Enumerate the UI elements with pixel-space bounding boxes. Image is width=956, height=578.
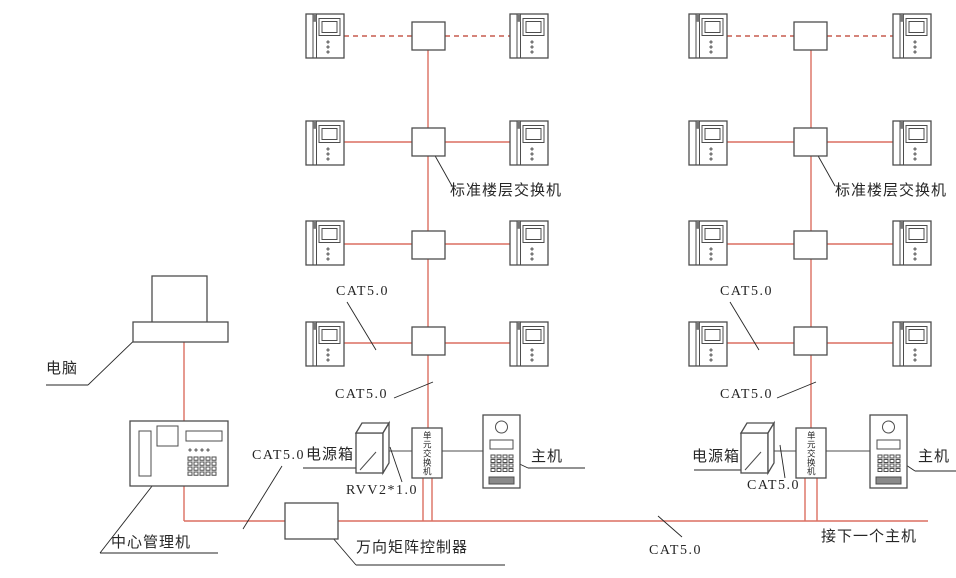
matrix-controller-box [284,502,339,540]
label-cat5-backbone-bottom: CAT5.0 [649,543,702,558]
computer-monitor [151,275,208,324]
leader-line [393,381,434,399]
floor-switch-box [411,326,446,356]
indoor-unit [305,120,345,166]
power-box [740,422,775,474]
label-floor-switch-right: 标准楼层交换机 [835,183,948,199]
indoor-unit [688,13,728,59]
floor-switch-box [793,127,828,157]
manager-screen [156,425,179,447]
label-cat5-right-lower: CAT5.0 [720,387,773,402]
floor-switch-box [793,21,828,51]
power-box [355,422,390,474]
indoor-unit [688,321,728,367]
indoor-unit [509,120,549,166]
door-station-panel [482,414,521,489]
label-floor-switch-mid: 标准楼层交换机 [450,183,563,199]
label-computer: 电脑 [46,361,79,377]
manager-display [185,430,223,442]
floor-switch-box [793,230,828,260]
leader-line [729,301,760,351]
indoor-unit [892,220,932,266]
label-cat5-right-upper: CAT5.0 [720,284,773,299]
indoor-unit [509,321,549,367]
floor-switch-box [411,230,446,260]
indoor-unit [305,220,345,266]
leader-line [657,515,683,538]
leader-line [779,444,786,479]
label-main-station-right: 主机 [918,449,951,465]
label-cat5-mid-upper: CAT5.0 [336,284,389,299]
manager-function-keys [188,448,210,452]
floor-switch-box [793,326,828,356]
indoor-unit [688,220,728,266]
leader-line [242,465,283,530]
manager-handset [138,430,152,477]
leader-line [346,301,377,351]
indoor-unit [509,220,549,266]
label-cat5-right-uswitch: CAT5.0 [747,478,800,493]
computer-base [132,321,229,343]
indoor-unit [305,321,345,367]
central-manager-unit [129,420,229,487]
label-next-main-station: 接下一个主机 [821,529,918,545]
floor-switch-box [411,21,446,51]
label-main-station-mid: 主机 [531,449,564,465]
indoor-unit [509,13,549,59]
label-cat5-backbone-left: CAT5.0 [252,448,305,463]
label-unit-switch-mid: 单元交换机 [422,430,433,476]
management-computer [132,275,229,343]
indoor-unit [688,120,728,166]
leader-line [776,381,817,399]
indoor-unit [892,13,932,59]
label-central-manager: 中心管理机 [111,535,192,551]
manager-keypad [187,456,217,476]
red-wiring [183,35,928,522]
indoor-unit [892,120,932,166]
indoor-unit [892,321,932,367]
floor-switch-box [411,127,446,157]
leader-line [389,446,403,483]
door-station-panel [869,414,908,489]
label-cat5-mid-lower: CAT5.0 [335,387,388,402]
label-power-box-right: 电源箱 [692,449,741,465]
indoor-unit [305,13,345,59]
label-unit-switch-right: 单元交换机 [806,430,817,476]
label-matrix-controller: 万向矩阵控制器 [356,540,469,556]
label-power-box-mid: 电源箱 [306,447,355,463]
label-rvv-cable: RVV2*1.0 [346,483,418,498]
